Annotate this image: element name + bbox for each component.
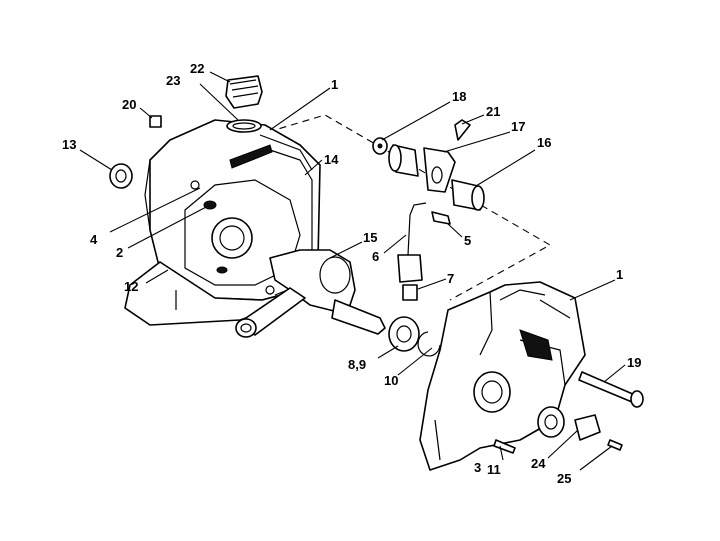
plug (149, 115, 162, 128)
filler-cap (225, 75, 263, 109)
filler-cap-seal-ring (226, 119, 262, 133)
callout-11: 11 (487, 462, 501, 477)
callout-19: 19 (627, 355, 641, 370)
callout-22: 22 (190, 61, 204, 76)
ball-bearing (388, 316, 420, 352)
screw-small (607, 439, 623, 451)
callout-4: 4 (90, 232, 98, 247)
suction-hose (397, 202, 427, 283)
bolt (578, 371, 644, 408)
callout-21: 21 (486, 104, 500, 119)
oil-seal-left (109, 163, 133, 189)
callout-7: 7 (447, 271, 454, 286)
callout-5: 5 (464, 233, 471, 248)
callout-8-9: 8,9 (348, 357, 366, 372)
assembly-dashed-line-top (267, 114, 552, 301)
callout-12: 12 (124, 279, 138, 294)
leader-lines (79, 71, 626, 471)
callout-18: 18 (452, 89, 466, 104)
callout-24: 24 (531, 456, 546, 471)
screw-21 (454, 119, 471, 141)
callout-17: 17 (511, 119, 525, 134)
bushing-right (451, 179, 485, 211)
callout-25: 25 (557, 471, 571, 486)
right-crankcase-half (419, 281, 586, 471)
oil-seal-right (537, 406, 565, 438)
callout-16: 16 (537, 135, 551, 150)
callout-10: 10 (384, 373, 398, 388)
callout-2: 2 (116, 245, 123, 260)
callout-1-left-half: 1 (331, 77, 338, 92)
crankshaft (235, 249, 386, 338)
bushing-left (388, 144, 419, 177)
washer (372, 137, 388, 155)
callout-13: 13 (62, 137, 76, 152)
callout-3: 3 (474, 460, 481, 475)
bracket (423, 147, 456, 193)
callout-23: 23 (166, 73, 180, 88)
callout-labels: 22 23 1 20 18 21 13 17 16 14 4 2 5 15 6 … (62, 61, 641, 486)
callout-14: 14 (324, 152, 339, 167)
callout-15: 15 (363, 230, 377, 245)
circlip (417, 331, 441, 357)
pickup-body-5 (431, 211, 451, 225)
pickup-body-7 (402, 284, 418, 301)
cover (574, 414, 601, 441)
callout-1-right-half: 1 (616, 267, 623, 282)
callout-20: 20 (122, 97, 136, 112)
callout-6: 6 (372, 249, 379, 264)
screw-short (493, 439, 516, 454)
